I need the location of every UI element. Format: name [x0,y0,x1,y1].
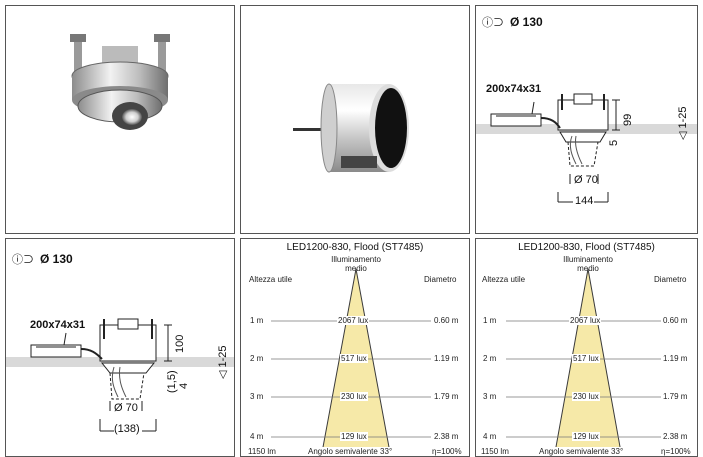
beam-angle: Angolo semivalente 33° [538,447,625,456]
row-height: 2 m [249,354,265,363]
col-illuminance-header: Illuminamento medio [331,255,381,273]
overall-width: 144 [575,195,594,207]
driver-dimensions: 200x74x31 [30,319,86,331]
luminous-flux: 1150 lm [480,447,510,456]
row-height: 3 m [482,392,498,401]
row-lux: 517 lux [340,354,368,363]
row-lux: 129 lux [572,432,600,441]
luminous-flux: 1150 lm [247,447,277,456]
row-lux: 2067 lux [337,316,370,325]
height-dimension: 100 [174,334,186,353]
row-diameter: 2.38 m [433,432,460,441]
efficiency: η=100% [431,447,463,456]
row-height: 1 m [482,316,498,325]
drawing-header: ⓘ⊃Ø 130 [482,15,543,29]
offset-dimension: 5 [608,139,620,146]
luminaire-dimension-drawing [6,318,234,432]
driver-dimensions: 200x74x31 [486,83,542,95]
row-height: 4 m [482,432,498,441]
row-height: 2 m [482,354,498,363]
row-lux: 517 lux [572,354,600,363]
col-diameter-header: Diametro [654,275,687,284]
housing-photo-cell [240,5,470,234]
photometric-chart-2: LED1200-830, Flood (ST7485) Altezza util… [475,238,698,457]
cutout-diameter: Ø 70 [574,174,598,186]
ceiling-cutout-icon: ⓘ⊃ [12,254,34,266]
row-diameter: 1.19 m [662,354,689,363]
spotlight-photo [70,34,170,130]
offset-dimension: (1,5) [166,370,178,393]
dimension-drawing-b: ⓘ⊃Ø 130 200x74x31 100 (1,5) 4 ◁ 1-25 Ø 7… [5,238,235,457]
luminaire-dimension-drawing [476,93,697,203]
ceiling-thickness: ◁ 1-25 [217,345,229,379]
row-diameter: 1.19 m [433,354,460,363]
light-cone [320,268,392,456]
beam-angle: Angolo semivalente 33° [307,447,394,456]
col-height-header: Altezza utile [482,275,526,284]
row-lux: 129 lux [340,432,368,441]
row-height: 4 m [249,432,265,441]
height-dimension: 99 [622,113,634,126]
row-lux: 230 lux [572,392,600,401]
drawing-header: ⓘ⊃Ø 130 [12,252,73,266]
ceiling-thickness: ◁ 1-25 [677,106,689,140]
photometric-chart-1: LED1200-830, Flood (ST7485) Altezza util… [240,238,470,457]
chart-title: LED1200-830, Flood (ST7485) [518,242,655,253]
dimension-drawing-a: ⓘ⊃Ø 130 200x74x31 99 5 ◁ 1-25 Ø 70 144 [475,5,698,234]
extra-dimension: 4 [178,382,190,389]
ceiling-cutout-icon: ⓘ⊃ [482,17,504,29]
row-height: 1 m [249,316,265,325]
row-diameter: 1.79 m [662,392,689,401]
row-diameter: 0.60 m [662,316,689,325]
col-height-header: Altezza utile [249,275,293,284]
row-height: 3 m [249,392,265,401]
col-illuminance-header: Illuminamento medio [563,255,613,273]
row-diameter: 0.60 m [433,316,460,325]
row-diameter: 2.38 m [662,432,689,441]
row-lux: 2067 lux [569,316,602,325]
row-lux: 230 lux [340,392,368,401]
efficiency: η=100% [660,447,692,456]
ceiling-band [6,357,234,367]
chart-title: LED1200-830, Flood (ST7485) [286,242,424,253]
col-diameter-header: Diametro [424,275,457,284]
cutout-diameter: Ø 70 [114,402,138,414]
housing-photo [293,83,409,173]
overall-width: (138) [114,423,140,435]
row-diameter: 1.79 m [433,392,460,401]
product-photo-cell [5,5,235,234]
light-cone [553,268,623,456]
